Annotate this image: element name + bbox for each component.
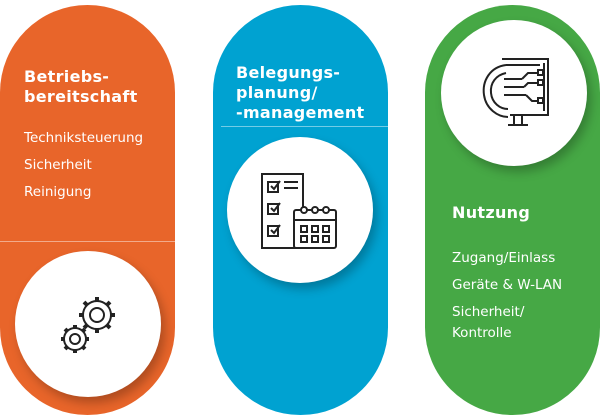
- pill-nutzung: Nutzung Zugang/Einlass Geräte & W-LAN Si…: [425, 5, 600, 415]
- icon-circle: [441, 20, 587, 166]
- checklist-calendar-icon: [261, 173, 337, 249]
- item-techniksteuerung: Techniksteuerung: [24, 130, 144, 146]
- title-line: bereitschaft: [24, 87, 138, 106]
- gears-icon: [61, 297, 115, 353]
- icon-circle: [227, 137, 373, 283]
- divider: [221, 126, 388, 127]
- item-sicherheit: Sicherheit: [24, 157, 92, 173]
- item-line: Sicherheit/: [452, 304, 525, 320]
- gear-monitor-circuit-icon: [482, 58, 549, 126]
- title-belegungsplanung: Belegungs- planung/ -management: [236, 63, 364, 123]
- divider: [0, 241, 175, 242]
- title-line: Belegungs-: [236, 63, 341, 82]
- title-line: Betriebs-: [24, 67, 110, 86]
- title-line: -management: [236, 103, 365, 122]
- title-nutzung: Nutzung: [452, 203, 531, 222]
- icon-circle: [15, 251, 161, 397]
- item-reinigung: Reinigung: [24, 184, 92, 200]
- item-line: Kontrolle: [452, 325, 512, 341]
- pill-belegungsplanung: Belegungs- planung/ -management: [213, 5, 388, 415]
- pill-betriebsbereitschaft: Betriebs- bereitschaft Techniksteuerung …: [0, 5, 175, 415]
- title-betriebsbereitschaft: Betriebs- bereitschaft: [24, 67, 138, 107]
- item-zugang: Zugang/Einlass: [452, 250, 556, 266]
- item-geraete: Geräte & W-LAN: [452, 277, 563, 293]
- item-sicherheit-kontrolle: Sicherheit/ Kontrolle: [452, 303, 524, 342]
- title-line: planung/: [236, 83, 318, 102]
